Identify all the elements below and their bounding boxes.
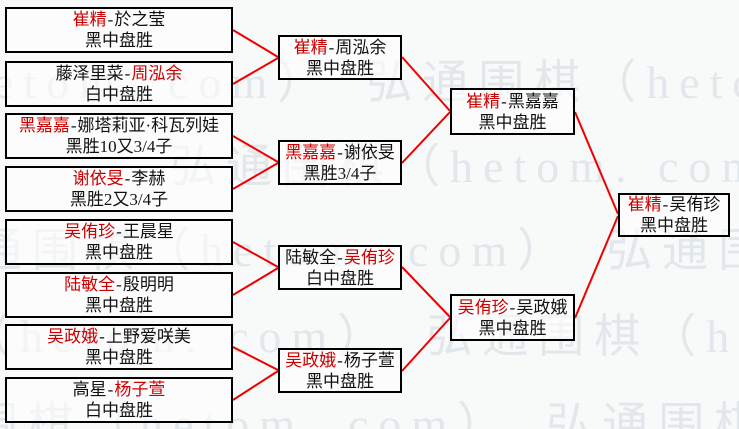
match-box-r2-4: 吴政娥-杨子萱 黑中盘胜: [278, 348, 402, 393]
match-result: 白中盘胜: [85, 85, 153, 104]
player-name: 陆敏全: [285, 247, 337, 267]
player-name: 上野爱咲美: [105, 327, 191, 346]
match-box-sf-2: 吴侑珍-吴政娥 黑中盘胜: [450, 294, 575, 341]
match-result: 黑中盘胜: [85, 348, 153, 367]
player-name: 吴侑珍: [64, 222, 116, 241]
vs-dash: -: [328, 37, 335, 57]
match-box-r1-1: 崔精-於之莹 黑中盘胜: [5, 7, 233, 53]
match-players: 吴侑珍-王晨星: [7, 221, 231, 242]
match-box-r1-6: 陆敏全-殷明明 黑中盘胜: [5, 272, 233, 318]
match-players: 崔精-於之莹: [7, 9, 231, 30]
player-name: 殷明明: [122, 275, 174, 294]
player-name: 娜塔莉亚·科瓦列娃: [77, 116, 220, 135]
match-result: 黑中盘胜: [85, 243, 153, 262]
match-result: 黑中盘胜: [478, 112, 547, 132]
player-name: 崔精: [293, 37, 328, 57]
player-name: 吴政娥: [47, 327, 99, 346]
match-result: 白中盘胜: [306, 268, 374, 288]
player-name: 藤泽里菜: [55, 64, 124, 83]
vs-dash: -: [70, 116, 77, 135]
match-result: 黑胜3/4子: [303, 163, 377, 183]
match-result: 白中盘胜: [85, 401, 153, 420]
match-players: 吴侑珍-吴政娥: [452, 297, 573, 318]
match-result: 黑中盘胜: [85, 31, 153, 50]
vs-dash: -: [337, 350, 343, 370]
player-name: 於之莹: [114, 10, 166, 29]
vs-dash: -: [509, 297, 516, 317]
player-name: 黑嘉嘉: [18, 116, 70, 135]
match-players: 黑嘉嘉-娜塔莉亚·科瓦列娃: [7, 115, 231, 136]
vs-dash: -: [116, 222, 122, 241]
match-players: 高星-杨子萱: [7, 379, 231, 400]
match-result: 黑中盘胜: [306, 58, 374, 78]
match-box-r1-2: 藤泽里菜-周泓余 白中盘胜: [5, 61, 233, 107]
match-result: 黑中盘胜: [478, 318, 547, 338]
match-box-r2-3: 陆敏全-吴侑珍 白中盘胜: [278, 245, 402, 290]
match-players: 吴政娥-上野爱咲美: [7, 326, 231, 347]
player-name: 周泓余: [131, 64, 183, 83]
vs-dash: -: [107, 10, 114, 29]
watermark-row: 弘通围棋（hetom. com） 弘通围棋（hetom. com）: [170, 130, 739, 196]
match-players: 陆敏全-吴侑珍: [280, 247, 400, 268]
match-players: 陆敏全-殷明明: [7, 274, 231, 295]
match-box-r1-4: 谢依旻-李赫 黑胜2又3/4子: [5, 166, 233, 212]
match-box-r1-8: 高星-杨子萱 白中盘胜: [5, 377, 233, 423]
match-players: 吴政娥-杨子萱: [280, 350, 400, 371]
vs-dash: -: [116, 275, 122, 294]
match-players: 崔精-黑嘉嘉: [452, 91, 573, 112]
player-name: 吴侑珍: [669, 195, 721, 214]
player-name: 黑嘉嘉: [285, 142, 337, 162]
player-name: 吴侑珍: [343, 247, 395, 267]
player-name: 陆敏全: [64, 275, 116, 294]
vs-dash: -: [501, 91, 507, 111]
match-players: 崔精-周泓余: [280, 37, 400, 58]
match-result: 黑胜2又3/4子: [69, 190, 169, 209]
player-name: 杨子萱: [114, 380, 166, 399]
player-name: 李赫: [131, 169, 166, 188]
player-name: 吴政娥: [516, 297, 568, 317]
player-name: 周泓余: [335, 37, 387, 57]
match-players: 谢依旻-李赫: [7, 168, 231, 189]
match-box-r2-2: 黑嘉嘉-谢依旻 黑胜3/4子: [278, 140, 402, 185]
player-name: 杨子萱: [343, 350, 395, 370]
match-players: 黑嘉嘉-谢依旻: [280, 142, 400, 163]
match-result: 黑中盘胜: [306, 371, 374, 391]
player-name: 高星: [72, 380, 107, 399]
match-box-r1-7: 吴政娥-上野爱咲美 黑中盘胜: [5, 324, 233, 370]
match-result: 黑胜10又3/4子: [65, 137, 173, 156]
vs-dash: -: [107, 380, 114, 399]
match-box-final: 崔精-吴侑珍 黑中盘胜: [618, 193, 730, 237]
match-result: 黑中盘胜: [85, 296, 153, 315]
vs-dash: -: [124, 169, 131, 188]
player-name: 崔精: [466, 91, 501, 111]
player-name: 吴侑珍: [457, 297, 509, 317]
vs-dash: -: [662, 195, 669, 214]
watermark-text: 弘通围棋（hetom. com）: [546, 399, 739, 429]
match-box-r1-3: 黑嘉嘉-娜塔莉亚·科瓦列娃 黑胜10又3/4子: [5, 113, 233, 159]
player-name: 吴政娥: [285, 350, 337, 370]
player-name: 崔精: [72, 10, 107, 29]
match-players: 藤泽里菜-周泓余: [7, 63, 231, 84]
vs-dash: -: [124, 64, 131, 83]
watermark-text: 弘通围棋（hetom. com）: [170, 141, 739, 192]
player-name: 王晨星: [122, 222, 174, 241]
match-box-r2-1: 崔精-周泓余 黑中盘胜: [278, 35, 402, 80]
match-box-sf-1: 崔精-黑嘉嘉 黑中盘胜: [450, 88, 575, 135]
vs-dash: -: [99, 327, 105, 346]
match-box-r1-5: 吴侑珍-王晨星 黑中盘胜: [5, 219, 233, 265]
player-name: 谢依旻: [72, 169, 124, 188]
vs-dash: -: [337, 247, 343, 267]
player-name: 崔精: [627, 195, 662, 214]
player-name: 谢依旻: [343, 142, 395, 162]
vs-dash: -: [337, 142, 343, 162]
match-players: 崔精-吴侑珍: [620, 194, 728, 215]
player-name: 黑嘉嘉: [507, 91, 559, 111]
match-result: 黑中盘胜: [640, 216, 708, 235]
watermark-row: 弘通围棋（hetom. com） 弘通围棋（hetom. com）: [0, 214, 739, 280]
